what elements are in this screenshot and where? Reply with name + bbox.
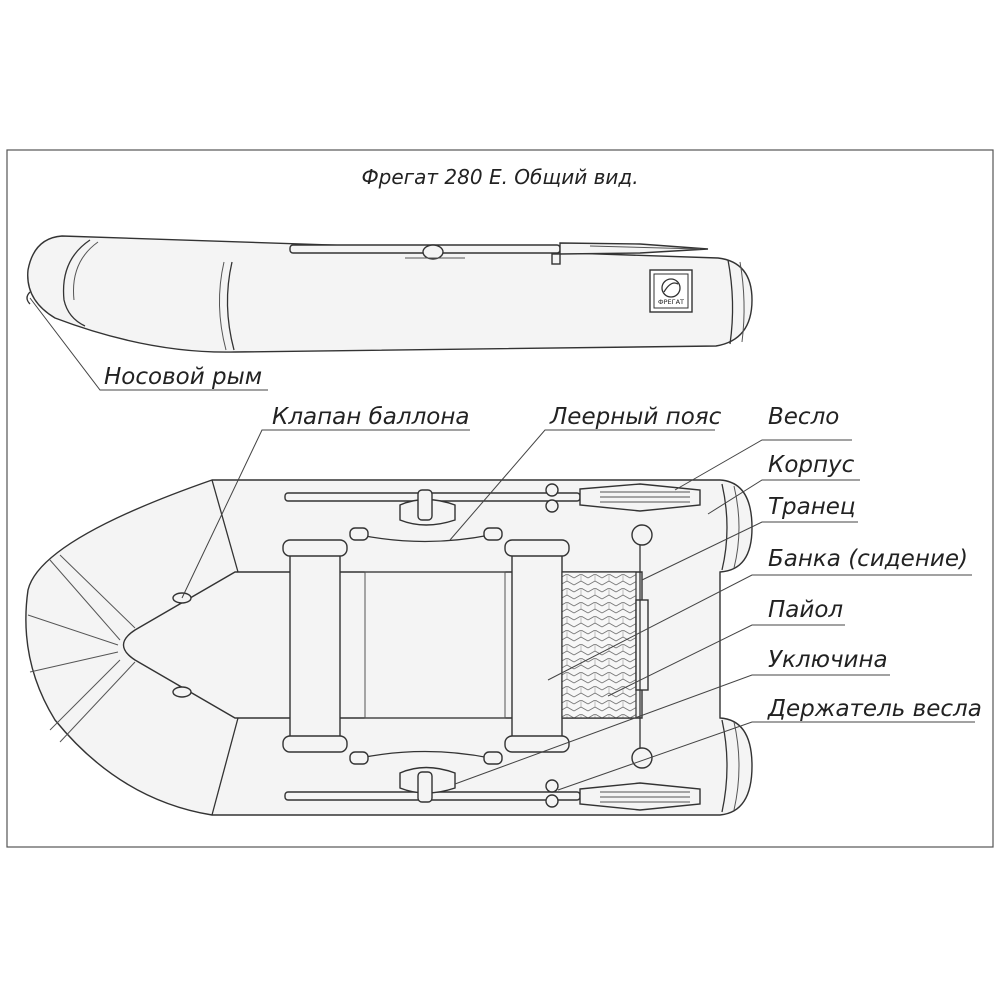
label-oar: Весло: [768, 404, 839, 430]
label-floor: Пайол: [768, 597, 843, 623]
label-bow-rope: Носовой рым: [104, 364, 262, 390]
label-valve: Клапан баллона: [272, 404, 470, 430]
side-view: ФРЕГАТ Носовой рым: [26, 235, 753, 391]
diagram-frame: [6, 149, 994, 848]
diagram-title: Фрегат 280 Е. Общий вид.: [361, 165, 638, 189]
label-lifeline: Леерный пояс: [549, 404, 722, 430]
label-seat: Банка (сидение): [768, 546, 968, 572]
brand-logo: [649, 269, 693, 313]
label-transom: Транец: [768, 494, 856, 520]
top-view: Клапан баллона Леерный пояс Весло Корпус…: [25, 404, 982, 816]
label-hull: Корпус: [768, 452, 855, 478]
label-oarlock: Уключина: [768, 647, 888, 673]
label-oar-holder: Держатель весла: [767, 696, 982, 722]
svg-text:ФРЕГАТ: ФРЕГАТ: [658, 298, 684, 306]
